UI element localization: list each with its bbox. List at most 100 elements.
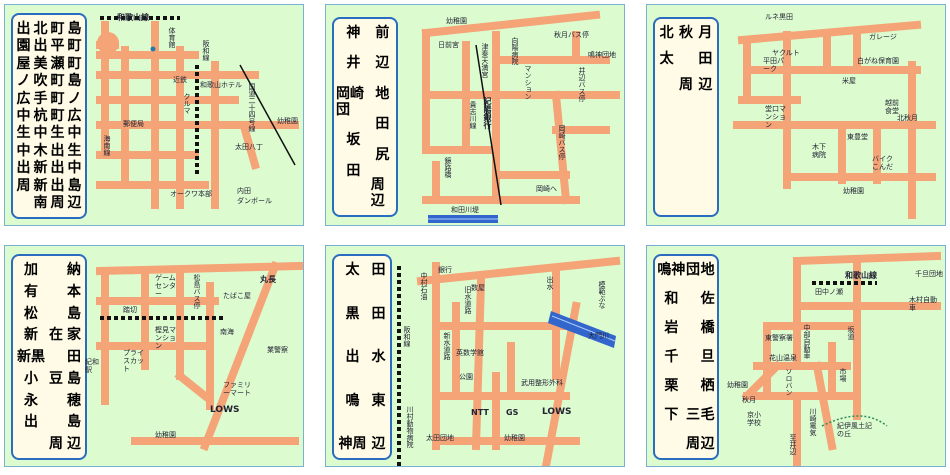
legend-col: 島町町島ノ広中生中島辺 [67, 21, 82, 211]
label-nakadai: 中部自動車 [803, 324, 811, 359]
label-kitaaki: 北秋月 [897, 114, 918, 122]
label-sorobon: ソロバン [785, 368, 793, 396]
map-panel-3: 月田辺 秋 周 北太 ルネ黒田 ヤクルト ガレージ 白がね保育園 平田パーク 米… [646, 4, 946, 226]
label-shin: 出水 [546, 276, 554, 290]
legend-col: 団 三周 [685, 262, 700, 452]
label-hotel: 和歌山ホテル [200, 81, 242, 89]
map-4-legend: 納本島家田島穂島辺 在 豆 周 加有松新新黒小永出 [11, 254, 87, 460]
legend-col: 神井岡崎団坂田 [336, 25, 364, 179]
label-heiden: 平田パーク [763, 57, 784, 73]
label-senju: 千旦団地 [915, 270, 943, 278]
label-youchi: 幼稚園 [843, 187, 864, 195]
label-okazaki: 岡崎バス停 [558, 125, 566, 160]
label-post: 郵便局 [123, 120, 144, 128]
label-saka: 坂道 [847, 326, 855, 340]
map-panel-4: 納本島家田島穂島辺 在 豆 周 加有松新新黒小永出 丸長 ゲームセンター 松島バ… [4, 245, 304, 467]
label-kishikawa: 貴志川線 [469, 101, 477, 129]
legend-col: 太黒出鳴神周 [338, 262, 367, 452]
map-1-legend: 島町町島ノ広中生中島辺 町平瀬町町町生出出出周 北出美吹手杭中木新新南 出園屋ノ… [11, 13, 87, 219]
label-nankai: 紀和駅 [85, 358, 99, 374]
label-kagami: 鏡路橋 [444, 157, 452, 178]
label-kintetsu: 近鉄 [173, 76, 187, 84]
map-2-legend: 前辺地田尻周辺 神井岡崎団坂田 [332, 17, 398, 217]
label-ohtta: 太田団地 [426, 434, 454, 442]
legend-col: 納本島家田島穂島辺 [67, 262, 81, 452]
label-yakult: ヤクルト [772, 49, 800, 57]
label-youchi: 幼稚園 [504, 434, 525, 442]
label-shukyo: 至井辺 [789, 434, 797, 455]
label-youchi: 幼稚園 [727, 381, 748, 389]
label-kaba: 樫見マンション [155, 326, 176, 350]
legend-col: 月田辺 [698, 25, 713, 93]
label-marucho: 丸長 [260, 275, 276, 284]
label-taguchi: 田中ノ瀬 [815, 288, 843, 296]
label-youchi: 幼稚園 [155, 431, 176, 439]
label-okinosu: 模範ぶな [598, 281, 606, 309]
label-denki: 南海 [220, 328, 234, 336]
label-bike: バイクこんだ [872, 155, 893, 171]
label-dou: 数屋 [471, 284, 485, 292]
label-okuwa: オークワ本部 [170, 190, 212, 198]
legend-col: 町平瀬町町町生出出出周 [50, 21, 65, 211]
label-ohkawa: 大門川 [588, 332, 609, 340]
label-toyo: 東豊堂 [847, 133, 868, 141]
label-kouyou: 向陽病院 [511, 37, 519, 65]
label-uchida: 内田 [237, 187, 251, 195]
label-rail: 和歌山線 [117, 13, 149, 22]
legend-col: 出園屋ノ広中生中出周 [16, 21, 31, 194]
label-bukou: 武用整形外科 [521, 379, 563, 387]
label-danbo: ダンボール [237, 197, 272, 205]
label-gym: 体育館 [168, 27, 176, 48]
label-kigin: 紀陽銀行 [483, 97, 492, 129]
label-kokudo: 国道二十四号線 [248, 83, 256, 132]
label-shirogane: 白がね保育園 [857, 57, 899, 65]
map-6-legend: 地佐橋旦栖毛辺 団 三周 鳴神和岩千栗下 [653, 254, 719, 460]
label-okazaki-he: 岡崎へ [536, 185, 557, 193]
label-hanayama: 花山温泉 [769, 354, 797, 362]
label-fumikiri: 踏切 [123, 306, 137, 314]
legend-col: 秋 周 [678, 25, 693, 93]
label-koen: 公園 [459, 373, 473, 381]
label-hanwa: 阪和線 [202, 40, 210, 61]
label-inoue: 井辺バス停 [578, 67, 586, 102]
legend-col: 地佐橋旦栖毛辺 [700, 262, 715, 452]
map-panel-1: 島町町島ノ広中生中島辺 町平瀬町町町生出出出周 北出美吹手杭中木新新南 出園屋ノ… [4, 4, 304, 226]
label-price: プライスカット [123, 349, 144, 373]
map-6-roads [741, 251, 942, 466]
label-wakayama: 和歌山線 [845, 271, 877, 280]
map-5-roads [397, 256, 621, 466]
label-kimura: 木村自動車 [909, 296, 937, 312]
label-kouhei: 英数学館 [456, 349, 484, 357]
label-keikei: 東警察署 [765, 334, 793, 342]
label-hanwa: 阪和線 [403, 326, 411, 347]
label-tsumogi: 津秦天満宮 [481, 43, 489, 78]
map-5-legend: 田田水東辺 太黒出鳴神周 [332, 254, 392, 460]
label-kawasaki: 川崎電気 [809, 408, 817, 436]
label-gs: GS [506, 408, 519, 417]
label-narutaka: 鳴神団地 [588, 51, 616, 59]
map-panel-2: 前辺地田尻周辺 神井岡崎団坂田 幼稚園 日前宮 津秦天満宮 向陽病院 秋月バス停… [325, 4, 625, 226]
label-yodoe: 幼稚園 [277, 117, 298, 125]
label-kaiwan: 海南線 [103, 135, 111, 156]
map-3-roads [733, 20, 936, 219]
map-panel-5: 田田水東辺 太黒出鳴神周 銀行 数屋 出水 模範ぶな 中村石油 旧水道路 新水道… [325, 245, 625, 467]
label-tabako: たばこ屋 [223, 292, 251, 300]
label-kawamura: 川村動物病院 [406, 406, 414, 448]
legend-col: 加有松新新黒小永出 [17, 262, 45, 431]
label-matsushima: 松島バス停 [193, 274, 201, 309]
map-panel-6: 地佐橋旦栖毛辺 団 三周 鳴神和岩千栗下 和歌山線 千旦団地 田中ノ瀬 木村自動… [646, 245, 946, 467]
label-youchien: 幼稚園 [446, 17, 467, 25]
label-echizen: 越前食堂 [885, 99, 899, 115]
label-ohta: 太田八丁 [235, 143, 263, 151]
label-kii: 紀伊風土記の丘 [837, 422, 872, 438]
legend-col: 田田水東辺 [371, 262, 386, 452]
map-3-legend: 月田辺 秋 周 北太 [653, 17, 719, 217]
legend-col: 在 豆 周 [49, 327, 63, 452]
label-kyu: 旧水道路 [464, 286, 472, 314]
label-kitsune: 業警察 [267, 346, 288, 354]
label-mansion: 堂口マンション [765, 105, 786, 129]
map-2-roads [421, 10, 620, 223]
label-kuruma: クルマ [183, 93, 191, 114]
label-ntt: NTT [471, 408, 489, 417]
label-family: ファミリーマート [223, 381, 251, 397]
